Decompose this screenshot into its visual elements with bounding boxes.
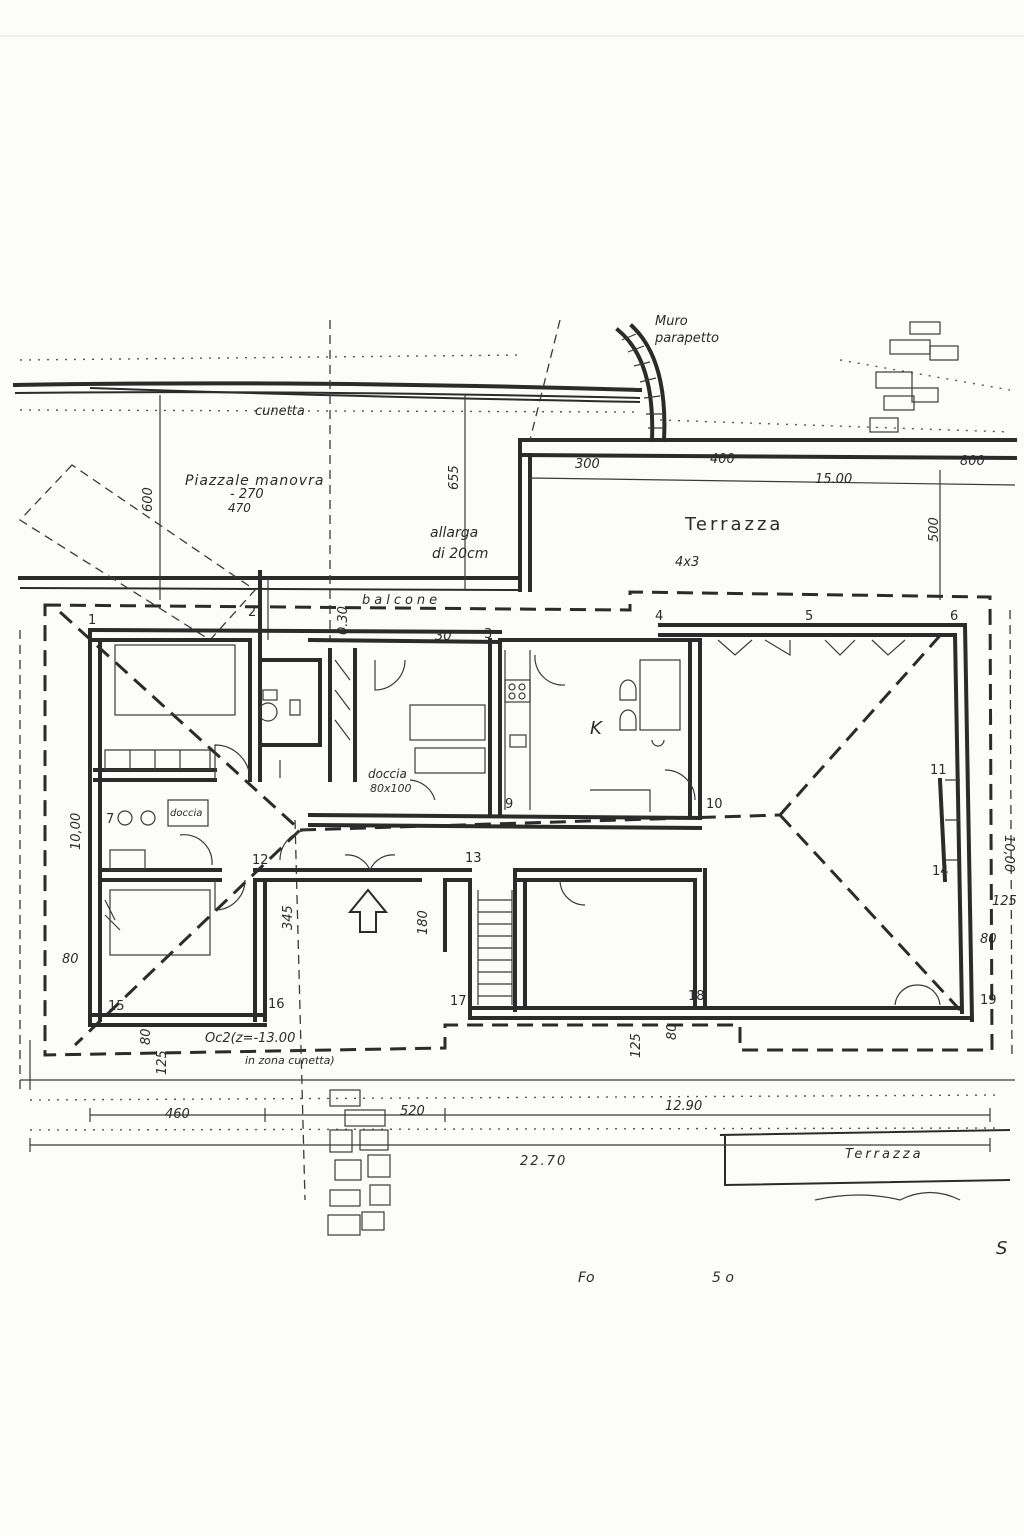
staircase	[477, 890, 513, 1005]
dimension-180: 180	[416, 910, 431, 935]
point-label: 18	[688, 989, 705, 1004]
point-label: 5	[805, 609, 813, 624]
dimension-400: 400	[710, 452, 735, 467]
dimension-655: 655	[447, 465, 462, 490]
dimension-80-bl: 80	[139, 1028, 154, 1045]
terrain-dots-bottom-2	[29, 1127, 1001, 1131]
point-label: 19	[980, 993, 997, 1008]
roof-hip-left	[58, 610, 303, 1047]
point-label: 6	[950, 609, 958, 624]
dimension-800: 800	[960, 454, 985, 469]
cunetta-line	[89, 387, 641, 403]
roof-hip-right-bottom	[778, 813, 962, 1012]
dashed-axis-angled	[529, 319, 561, 441]
label-allargamento: allarga	[430, 525, 478, 541]
building-walls	[87, 622, 975, 1027]
label-s: S	[996, 1238, 1007, 1259]
label-terrazza-top: Terrazza	[684, 514, 783, 535]
point-label: 9	[505, 797, 513, 812]
dimension-345: 345	[281, 905, 296, 930]
dimension-500: 500	[927, 517, 942, 542]
label-balcone: balcone	[362, 593, 441, 608]
dimension-1290: 12.90	[665, 1099, 702, 1114]
diag-dashed-block	[18, 464, 256, 641]
piazzale-edge-2	[19, 587, 521, 591]
dimline-total	[29, 1138, 991, 1152]
dimension-1500: 15.00	[815, 472, 852, 487]
furniture	[104, 639, 960, 956]
terrain-dots-bottom	[29, 1094, 1001, 1101]
stone-path	[327, 1089, 391, 1236]
dimension-30: 30	[435, 629, 452, 644]
roof-hip-right-top	[778, 629, 947, 816]
terrace-line-mid	[529, 477, 1016, 486]
stone-wall-top-right	[869, 321, 959, 433]
point-label: 11	[930, 763, 947, 778]
dimline-bottom	[89, 1108, 991, 1122]
label-cunetta: cunetta	[255, 404, 305, 419]
footer-text-1: Fo	[578, 1270, 595, 1286]
dashed-right-edge	[1009, 609, 1013, 1061]
dimline-misc	[20, 1040, 1015, 1090]
label-cunetta-note: Oc2(z=-13.00	[205, 1031, 295, 1046]
point-label: 14	[932, 864, 949, 879]
road-edge-top-2	[14, 391, 641, 399]
point-label: 16	[268, 997, 285, 1012]
label-cunetta-note-2: in zona cunetta)	[245, 1054, 335, 1067]
label-muro: Muro	[655, 314, 688, 329]
entrance-arrow	[347, 888, 389, 933]
terrain-dots-right-2	[839, 359, 1011, 391]
point-label: 10	[706, 797, 723, 812]
dimension-125-right: 125	[992, 894, 1017, 909]
dimension-460: 460	[165, 1107, 190, 1122]
dimension-125-bm: 125	[629, 1033, 644, 1058]
terrace-bottom-outline	[719, 1129, 1011, 1187]
dimension-520: 520	[400, 1104, 425, 1119]
label-terrazza-size: 4x3	[675, 555, 699, 570]
dimension-125-bl: 125	[155, 1050, 170, 1075]
point-label: 13	[465, 851, 482, 866]
parapet-hatch	[621, 333, 664, 429]
terrace-bottom-plants	[814, 1191, 961, 1201]
dashed-axis-mid	[294, 819, 306, 1201]
terrain-dots-top	[19, 354, 521, 361]
dimension-600: 600	[141, 487, 156, 512]
doors	[179, 654, 941, 1006]
footer-text-2: 5 o	[712, 1270, 734, 1286]
label-piazzale: Piazzale manovra	[185, 473, 324, 489]
dimension-1000-left: 10,00	[69, 813, 84, 850]
point-label: 4	[655, 609, 663, 624]
point-label: 7	[106, 812, 114, 827]
point-label: 15	[108, 999, 125, 1014]
label-allargamento-2: di 20cm	[432, 546, 488, 562]
terrace-edge-top-2	[517, 452, 1018, 461]
dimension-2270: 22.70	[520, 1154, 567, 1169]
dimension-80-bm: 80	[665, 1023, 680, 1040]
parapet-wall	[615, 327, 655, 443]
point-label: 12	[252, 853, 269, 868]
point-label: 2	[248, 605, 256, 620]
dimension-1000-right: 10,00	[1001, 835, 1016, 872]
point-label: 1	[88, 613, 96, 628]
label-parapetto: parapetto	[654, 331, 719, 346]
roof-outline	[43, 590, 994, 1057]
label-doccia-size: 80x100	[370, 782, 412, 795]
point-label: 3	[484, 627, 492, 642]
dimension-80-right: 80	[980, 932, 997, 947]
terrain-dots-right	[659, 419, 1011, 433]
point-label: 17	[450, 994, 467, 1009]
dimension-030: 0.30	[336, 606, 351, 635]
road-edge-top	[12, 381, 643, 393]
parapet-wall-2	[629, 323, 667, 443]
label-kitchen: K	[590, 718, 603, 739]
dimension-300: 300	[575, 457, 600, 472]
label-quota-piazzale: - 270	[230, 487, 264, 502]
label-quota-piazzale-2: 470	[228, 501, 251, 515]
dimension-80-left: 80	[62, 952, 79, 967]
label-doccia: doccia	[368, 767, 407, 781]
label-terrazza-bottom: Terrazza	[845, 1147, 924, 1162]
label-doccia-left: doccia	[170, 808, 202, 819]
